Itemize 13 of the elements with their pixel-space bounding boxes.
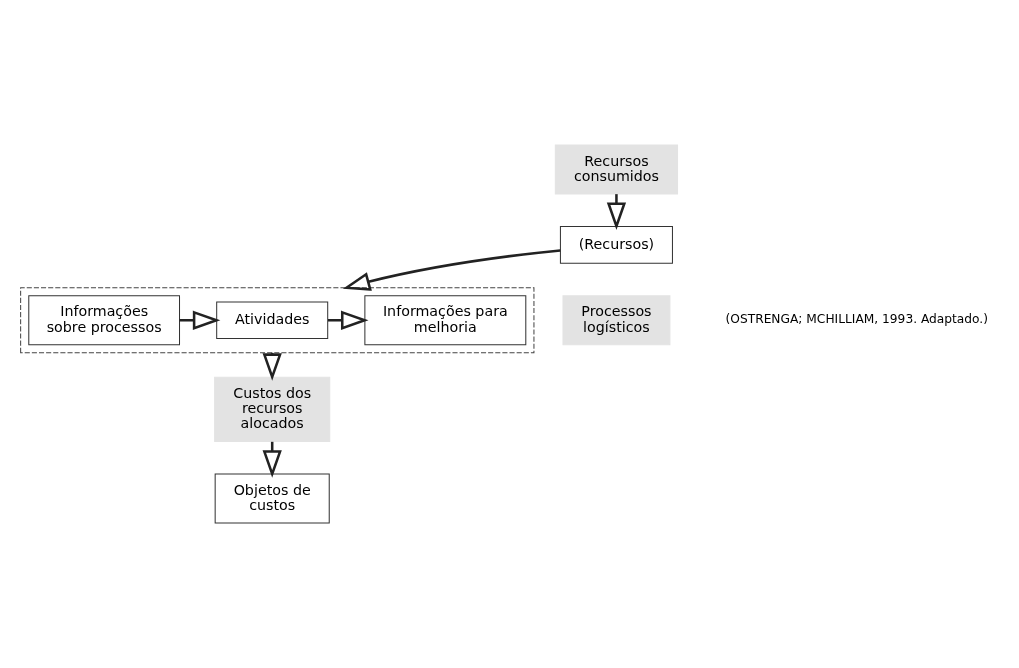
arrow xyxy=(342,249,561,291)
node-box: Custos dos recursos alocados xyxy=(214,376,331,442)
node-box: (Recursos) xyxy=(559,226,673,264)
arrow xyxy=(606,194,627,230)
node-box: Processos logísticos xyxy=(562,295,671,346)
arrow xyxy=(328,310,369,330)
node-box: Atividades xyxy=(216,301,329,340)
arrow xyxy=(179,310,221,330)
node-box: Objetos de custos xyxy=(214,473,330,524)
node-box: Informações para melhoria xyxy=(364,295,527,346)
label: (OSTRENGA; MCHILLIAM, 1993. Adaptado.) xyxy=(725,312,989,327)
node-box: Recursos consumidos xyxy=(554,144,679,195)
node-box: Informações sobre processos xyxy=(28,295,181,346)
